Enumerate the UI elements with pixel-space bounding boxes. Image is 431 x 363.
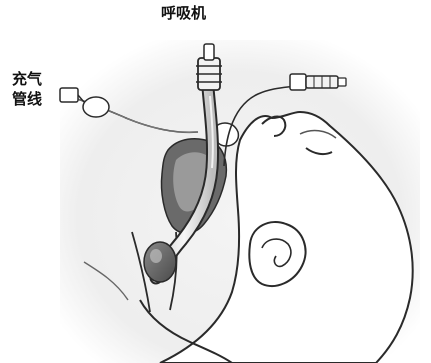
- suction-connector: [290, 74, 346, 90]
- tube-cuff: [144, 242, 176, 282]
